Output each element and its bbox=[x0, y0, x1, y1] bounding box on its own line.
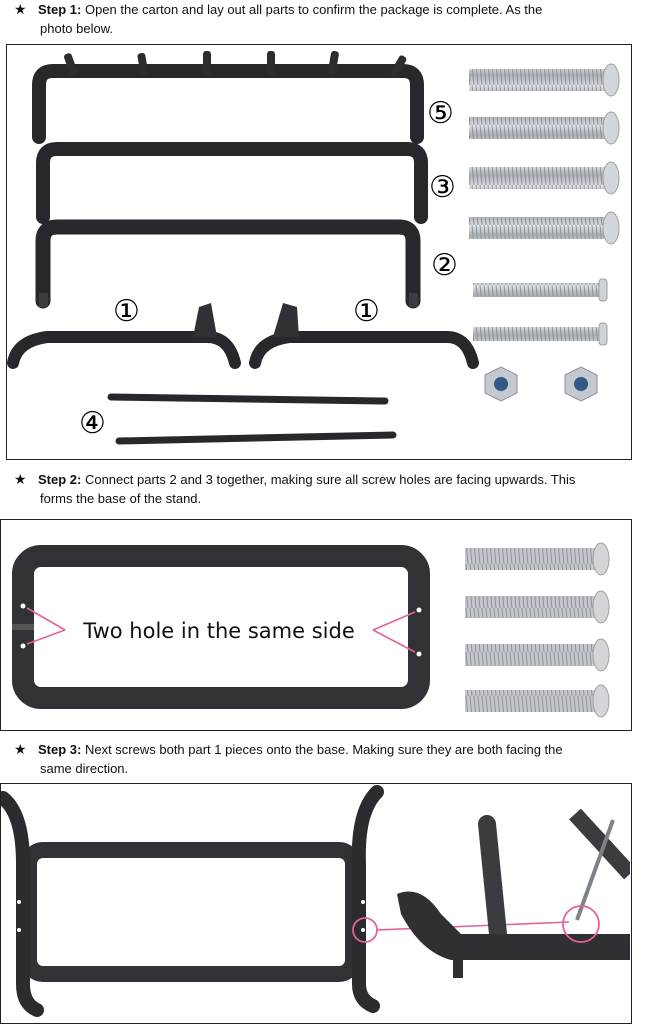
part-2-frame bbox=[35, 219, 421, 309]
lock-nuts bbox=[484, 366, 598, 402]
highlight-circle-right bbox=[562, 905, 600, 943]
annotation-arrows bbox=[26, 607, 416, 653]
step-2-text-cont: forms the base of the stand. bbox=[40, 491, 202, 506]
screw-set-base bbox=[465, 542, 610, 718]
base-assembly-photo: Two hole in the same side bbox=[0, 519, 632, 731]
part-3-frame bbox=[36, 142, 428, 224]
step-1-text-cont: photo below. bbox=[40, 21, 114, 36]
screw-set-large bbox=[469, 63, 620, 245]
step-2-instruction: ★ Step 2: Connect parts 2 and 3 together,… bbox=[14, 470, 614, 508]
part-2-label: ② bbox=[431, 248, 458, 283]
part-1-right-foot bbox=[351, 785, 384, 1013]
part-1-left bbox=[7, 303, 241, 369]
part-5-frame bbox=[32, 50, 424, 144]
part-4-label: ④ bbox=[79, 406, 106, 441]
star-bullet: ★ bbox=[14, 471, 27, 487]
part-1-right bbox=[249, 303, 479, 369]
step-3-label: Step 3: bbox=[38, 742, 82, 757]
step-3-text: Next screws both part 1 pieces onto the … bbox=[81, 742, 563, 757]
part-5-label: ⑤ bbox=[427, 96, 454, 131]
part-1-right-label: ① bbox=[353, 294, 380, 329]
step-3-instruction: ★ Step 3: Next screws both part 1 pieces … bbox=[14, 740, 614, 778]
base-frame-assembled bbox=[21, 842, 361, 982]
step-3-text-cont: same direction. bbox=[40, 761, 129, 776]
step-1-label: Step 1: bbox=[38, 2, 82, 17]
star-bullet: ★ bbox=[14, 1, 27, 17]
star-bullet: ★ bbox=[14, 741, 27, 757]
parts-photo: ⑤ ③ ② ① ① ④ bbox=[6, 44, 632, 460]
step-2-text: Connect parts 2 and 3 together, making s… bbox=[81, 472, 576, 487]
attach-part1-photo bbox=[0, 783, 632, 1024]
part-1-left-foot bbox=[1, 791, 44, 1017]
hole-annotation: Two hole in the same side bbox=[82, 619, 354, 643]
part-1-left-label: ① bbox=[113, 294, 140, 329]
part-3-label: ③ bbox=[429, 170, 456, 205]
step-1-instruction: ★ Step 1: Open the carton and lay out all… bbox=[14, 0, 614, 38]
screw-set-small bbox=[473, 278, 608, 346]
part-4-rods bbox=[107, 393, 397, 445]
highlight-connector bbox=[376, 921, 570, 931]
step-2-label: Step 2: bbox=[38, 472, 82, 487]
step-1-text: Open the carton and lay out all parts to… bbox=[81, 2, 543, 17]
closeup-view bbox=[397, 808, 630, 978]
